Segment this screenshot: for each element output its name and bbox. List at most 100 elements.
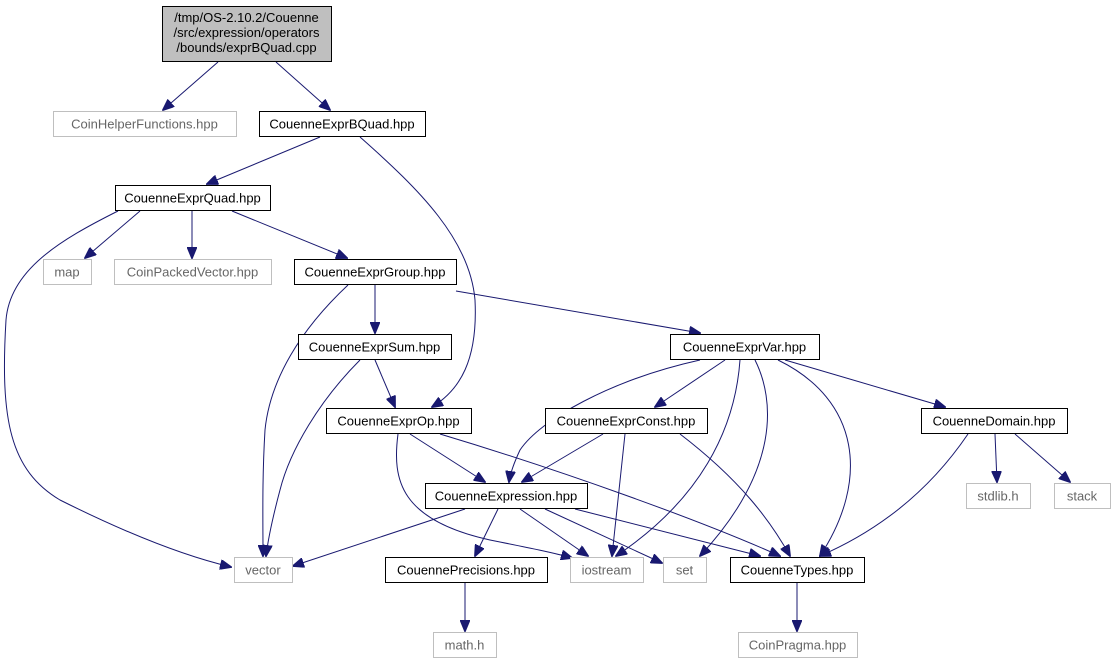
edge-expression_hpp-to-types_hpp — [574, 508, 760, 556]
node-label: map — [54, 265, 79, 280]
node-label: CoinPackedVector.hpp — [127, 265, 259, 280]
node-box — [53, 111, 237, 137]
node-box — [385, 557, 548, 583]
node-box — [921, 408, 1068, 434]
node-coinpacked: CoinPackedVector.hpp — [114, 259, 272, 285]
edge-var_hpp-to-domain_hpp — [784, 359, 945, 407]
edge-quad_hpp-to-group_hpp — [231, 210, 347, 258]
node-math: math.h — [433, 632, 497, 658]
node-box — [259, 111, 426, 137]
node-label: CouennePrecisions.hpp — [397, 563, 535, 578]
node-box — [730, 557, 865, 583]
node-label: CouenneExprSum.hpp — [309, 340, 441, 355]
edge-domain_hpp-to-stack — [1014, 433, 1070, 482]
edge-var_hpp-to-set — [700, 359, 768, 556]
node-root: /tmp/OS-2.10.2/Couenne/src/expression/op… — [162, 6, 332, 62]
node-label-line: /bounds/exprBQuad.cpp — [176, 40, 316, 55]
edge-root-to-bquad_hpp — [275, 61, 330, 110]
node-label: vector — [245, 563, 281, 578]
node-iostream: iostream — [570, 557, 644, 583]
edge-const_hpp-to-iostream — [612, 433, 626, 556]
node-vector: vector — [234, 557, 293, 583]
node-box — [294, 259, 457, 285]
node-expression-hpp[interactable]: CouenneExpression.hpp — [425, 483, 588, 509]
node-box — [298, 334, 452, 360]
node-label: CoinPragma.hpp — [749, 638, 847, 653]
node-box — [545, 408, 708, 434]
node-box — [738, 632, 858, 658]
edge-quad_hpp-to-vector — [4, 210, 231, 567]
node-label-line: /tmp/OS-2.10.2/Couenne — [174, 10, 319, 25]
node-op-hpp[interactable]: CouenneExprOp.hpp — [326, 408, 472, 434]
edge-quad_hpp-to-map — [85, 210, 141, 258]
edge-op_hpp-to-expression_hpp — [409, 433, 485, 482]
node-quad-hpp[interactable]: CouenneExprQuad.hpp — [115, 185, 271, 211]
node-label: math.h — [445, 638, 485, 653]
node-precisions-hpp[interactable]: CouennePrecisions.hpp — [385, 557, 548, 583]
node-box — [425, 483, 588, 509]
edge-group_hpp-to-vector — [263, 284, 349, 556]
node-coinpragma: CoinPragma.hpp — [738, 632, 858, 658]
node-label: CoinHelperFunctions.hpp — [71, 117, 218, 132]
node-label: CouenneExprVar.hpp — [683, 340, 806, 355]
node-box — [43, 259, 92, 285]
edge-bquad_hpp-to-quad_hpp — [207, 136, 321, 184]
node-types-hpp[interactable]: CouenneTypes.hpp — [730, 557, 865, 583]
edge-expression_hpp-to-vector — [293, 508, 466, 566]
node-label: CouenneTypes.hpp — [741, 563, 854, 578]
node-label: CouenneExprConst.hpp — [557, 414, 696, 429]
node-label: CouenneExprQuad.hpp — [124, 191, 261, 206]
node-stdlib: stdlib.h — [966, 483, 1031, 509]
node-label: CouenneExprOp.hpp — [337, 414, 459, 429]
dependency-edges — [4, 61, 1070, 631]
edge-const_hpp-to-types_hpp — [679, 433, 790, 556]
node-domain-hpp[interactable]: CouenneDomain.hpp — [921, 408, 1068, 434]
file-nodes: /tmp/OS-2.10.2/Couenne/src/expression/op… — [43, 6, 1111, 658]
edge-op_hpp-to-iostream — [395, 433, 572, 558]
node-stack: stack — [1054, 483, 1111, 509]
node-map: map — [43, 259, 92, 285]
node-box — [1054, 483, 1111, 509]
edge-group_hpp-to-var_hpp — [455, 290, 700, 333]
node-set: set — [663, 557, 707, 583]
edge-var_hpp-to-types_hpp — [777, 359, 851, 556]
edge-sum_hpp-to-vector — [266, 359, 361, 556]
node-label: stdlib.h — [977, 489, 1018, 504]
node-box — [326, 408, 472, 434]
node-box — [670, 334, 820, 360]
node-label: iostream — [582, 563, 632, 578]
node-box — [966, 483, 1031, 509]
node-coinhelper: CoinHelperFunctions.hpp — [53, 111, 237, 137]
edge-domain_hpp-to-types_hpp — [820, 433, 969, 556]
edge-root-to-coinhelper — [163, 61, 219, 110]
node-box — [663, 557, 707, 583]
node-box — [570, 557, 644, 583]
node-label: CouenneDomain.hpp — [933, 414, 1056, 429]
edge-op_hpp-to-types_hpp — [439, 433, 780, 556]
node-box — [433, 632, 497, 658]
node-box — [115, 185, 271, 211]
edge-expression_hpp-to-iostream — [519, 508, 588, 556]
node-group-hpp[interactable]: CouenneExprGroup.hpp — [294, 259, 457, 285]
node-label: CouenneExpression.hpp — [435, 489, 577, 504]
node-sum-hpp[interactable]: CouenneExprSum.hpp — [298, 334, 452, 360]
edge-const_hpp-to-expression_hpp — [522, 433, 604, 482]
edge-domain_hpp-to-stdlib — [995, 433, 997, 482]
node-var-hpp[interactable]: CouenneExprVar.hpp — [670, 334, 820, 360]
node-label: CouenneExprBQuad.hpp — [269, 117, 414, 132]
node-label: CouenneExprGroup.hpp — [305, 265, 446, 280]
node-label: stack — [1067, 489, 1098, 504]
node-label-line: /src/expression/operators — [174, 25, 320, 40]
node-box — [114, 259, 272, 285]
edge-var_hpp-to-expression_hpp — [509, 359, 701, 482]
node-label: set — [676, 563, 694, 578]
edge-var_hpp-to-iostream — [616, 359, 741, 556]
node-bquad-hpp[interactable]: CouenneExprBQuad.hpp — [259, 111, 426, 137]
edge-sum_hpp-to-op_hpp — [374, 359, 395, 407]
edge-var_hpp-to-const_hpp — [655, 359, 726, 407]
node-const-hpp[interactable]: CouenneExprConst.hpp — [545, 408, 708, 434]
node-box — [162, 6, 332, 62]
edge-expression_hpp-to-precisions_hpp — [475, 508, 499, 556]
node-box — [234, 557, 293, 583]
